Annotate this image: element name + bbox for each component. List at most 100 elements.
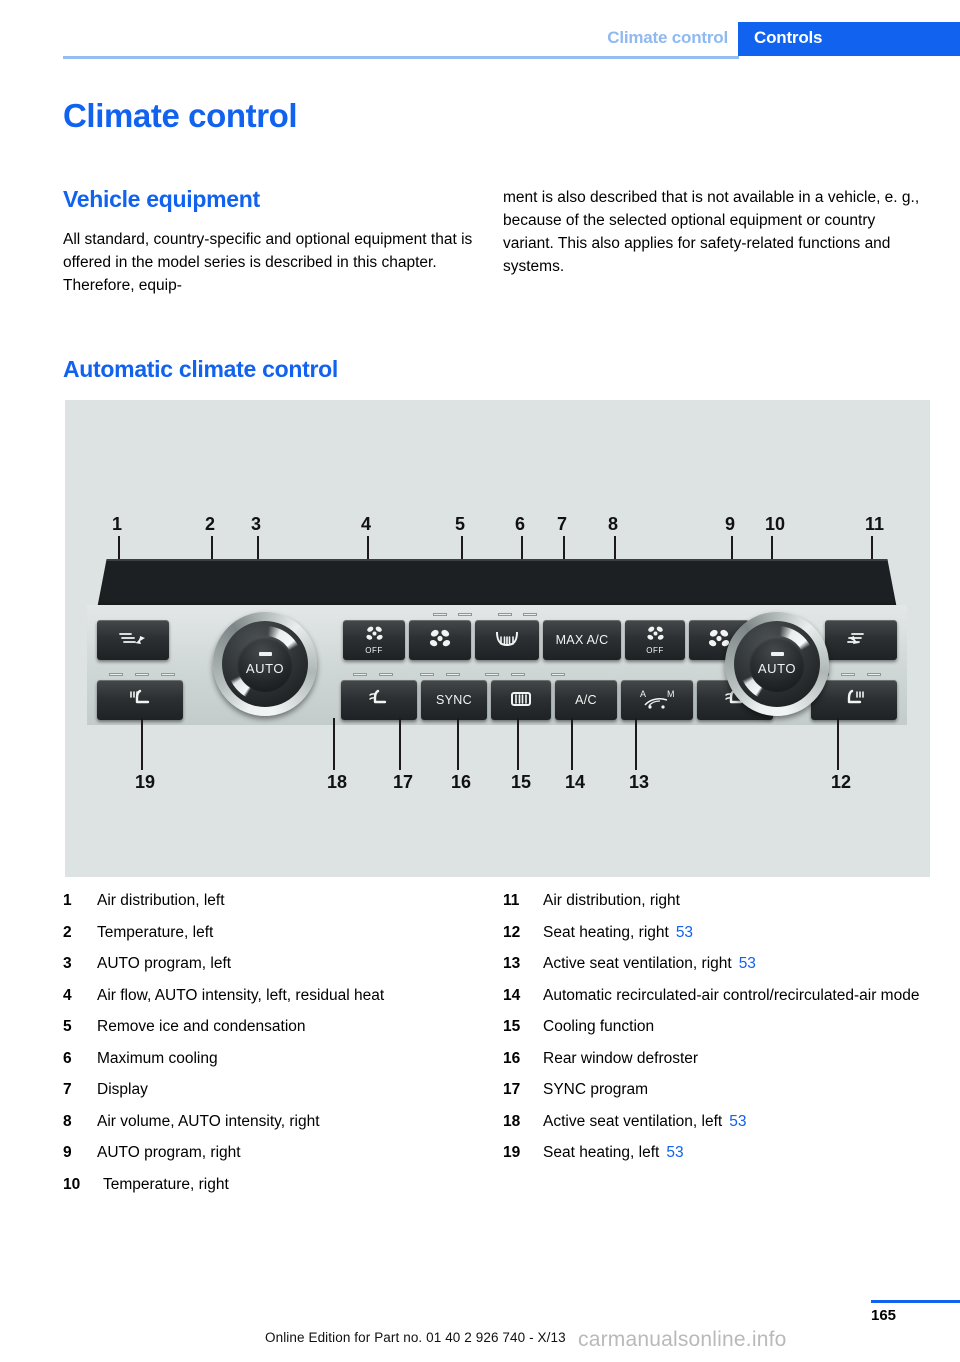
header-section-tab	[738, 22, 960, 56]
seat-ventilation-icon	[365, 689, 393, 712]
legend-number: 4	[63, 986, 72, 1004]
list-item: 15 Cooling function	[503, 1016, 933, 1037]
cooling-function-button[interactable]: A/C	[555, 680, 617, 720]
legend-number: 11	[503, 892, 520, 909]
list-item: 3 AUTO program, left	[63, 953, 493, 974]
callout-9: 9	[725, 514, 736, 534]
leader-line-16	[457, 718, 459, 770]
legend-text: Air distribution, right	[543, 892, 680, 909]
page-reference-link[interactable]: 53	[675, 923, 694, 941]
page-reference-link[interactable]: 53	[738, 955, 756, 972]
list-item: 10 Temperature, right	[63, 1174, 493, 1195]
legend-text: Automatic recirculated-air control/recir…	[543, 986, 920, 1004]
legend-label: AUTO program, right	[97, 1144, 241, 1161]
led-tick-n	[551, 673, 565, 676]
footer-edition-note: Online Edition for Part no. 01 40 2 926 …	[265, 1330, 566, 1345]
callout-16: 16	[451, 772, 472, 792]
legend-text: Rear window defroster	[543, 1049, 699, 1067]
remove-ice-condensation-button[interactable]	[475, 620, 539, 660]
callout-5: 5	[455, 514, 466, 534]
legend-number: 10	[63, 1175, 81, 1193]
callout-17: 17	[393, 772, 414, 792]
intro-column-left: All standard, country-specific and optio…	[63, 228, 483, 297]
list-item: 14 Automatic recirculated-air control/re…	[503, 985, 933, 1006]
seat-ventilation-left-button[interactable]	[341, 680, 417, 720]
legend-label: Air volume, AUTO intensity, right	[97, 1112, 320, 1130]
air-distribution-left-button[interactable]	[97, 620, 169, 660]
windshield-defrost-icon	[493, 629, 521, 652]
seat-heating-right-button[interactable]	[811, 680, 897, 720]
seat-heating-left-button[interactable]	[97, 680, 183, 720]
legend-label: Automatic recirculated-air control/recir…	[543, 985, 933, 1006]
fan-off-left-button[interactable]: OFF	[343, 620, 405, 660]
rear-window-defrost-icon	[508, 689, 534, 712]
temperature-knob-right[interactable]: AUTO	[725, 612, 829, 716]
led-tick-m	[511, 673, 525, 676]
header-divider-rule	[63, 56, 739, 59]
page-reference-link[interactable]: 53	[729, 1112, 747, 1130]
list-item: 11 Air distribution, right	[503, 890, 933, 911]
legend-number: 6	[63, 1049, 72, 1067]
led-tick-q	[867, 673, 881, 676]
leader-line-12	[837, 718, 839, 770]
callout-13: 13	[629, 772, 650, 792]
knob-indicator-dash	[770, 652, 784, 656]
callout-8: 8	[608, 514, 619, 534]
legend-list-left: 1 Air distribution, left 2 Temperature, …	[63, 890, 493, 1205]
legend-number: 18	[503, 1112, 521, 1130]
fan-off-right-button[interactable]: OFF	[625, 620, 685, 660]
led-tick-e	[109, 673, 123, 676]
led-tick-d	[523, 613, 537, 616]
rear-window-defroster-button[interactable]	[491, 680, 551, 720]
recirculated-air-icon: A M	[634, 688, 680, 713]
list-item: 2 Temperature, left	[63, 922, 493, 943]
leader-line-14	[571, 718, 573, 770]
max-ac-button[interactable]: MAX A/C	[543, 620, 621, 660]
fan-icon	[428, 628, 452, 652]
header-chapter-label: Climate control	[607, 28, 728, 47]
led-tick-l	[485, 673, 499, 676]
list-item: 9 AUTO program, right	[63, 1142, 493, 1163]
led-tick-j	[420, 673, 434, 676]
callout-7: 7	[557, 514, 568, 534]
page-reference-link[interactable]: 53	[666, 1144, 684, 1161]
legend-label: Air distribution, right	[543, 890, 933, 911]
seat-heating-icon	[839, 689, 869, 712]
auto-label-right: AUTO	[757, 661, 797, 676]
legend-number: 9	[63, 1144, 72, 1161]
site-watermark: carmanualsonline.info	[578, 1328, 787, 1351]
list-item: 1 Air distribution, left	[63, 890, 493, 911]
recirculated-air-button[interactable]: A M	[621, 680, 693, 720]
seat-heating-icon	[125, 689, 155, 712]
fan-up-left-button[interactable]	[409, 620, 471, 660]
callout-2: 2	[205, 514, 216, 534]
led-tick-k	[446, 673, 460, 676]
list-item: 7 Display	[63, 1079, 493, 1100]
sync-program-button[interactable]: SYNC	[421, 680, 487, 720]
auto-program-left-button[interactable]: AUTO	[237, 636, 293, 692]
list-item: 8 Air volume, AUTO intensity, right	[63, 1111, 493, 1132]
legend-label: SYNC program	[543, 1079, 933, 1100]
temperature-knob-left[interactable]: AUTO	[213, 612, 317, 716]
air-distribution-icon	[846, 630, 876, 651]
legend-label: Display	[97, 1081, 148, 1098]
leader-line-18	[333, 718, 335, 770]
legend-label: Air distribution, left	[97, 892, 225, 909]
legend-text: SYNC program	[543, 1081, 649, 1098]
svg-text:M: M	[667, 689, 675, 699]
legend-label: Maximum cooling	[97, 1049, 218, 1067]
legend-number: 8	[63, 1112, 72, 1130]
list-item: 4 Air flow, AUTO intensity, left, residu…	[63, 985, 493, 1006]
air-distribution-right-button[interactable]	[825, 620, 897, 660]
callout-12: 12	[831, 772, 852, 792]
legend-number: 13	[503, 955, 521, 972]
callout-19: 19	[135, 772, 156, 792]
legend-number: 5	[63, 1018, 72, 1035]
auto-program-right-button[interactable]: AUTO	[749, 636, 805, 692]
legend-text: Seat heating, left	[543, 1144, 660, 1161]
